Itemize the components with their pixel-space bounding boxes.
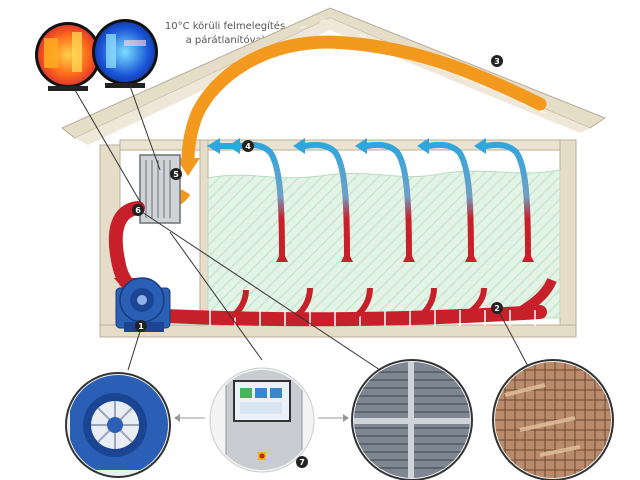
marker-4: 4 <box>242 140 254 152</box>
svg-text:7: 7 <box>299 458 305 467</box>
produce-pile <box>207 169 561 319</box>
svg-text:3: 3 <box>494 57 500 66</box>
cool-air-return-arrowhead <box>207 138 220 154</box>
svg-text:2: 2 <box>494 304 500 313</box>
caption-line-1: 10°C körüli felmelegítés <box>164 21 286 32</box>
svg-text:5: 5 <box>173 170 179 179</box>
svg-text:1: 1 <box>138 322 144 331</box>
warm-air-flow <box>181 35 547 167</box>
ceiling-beam <box>119 139 561 151</box>
rising-air-channels <box>230 287 487 319</box>
cool-air-arrowheads <box>228 138 486 154</box>
svg-text:4: 4 <box>245 142 251 151</box>
connector-arrow-left <box>174 414 180 422</box>
marker-3: 3 <box>491 55 503 67</box>
right-wall <box>559 139 577 336</box>
marker-1: 1 <box>135 320 147 332</box>
floor-curve-up <box>517 277 557 317</box>
thermal-image-1 <box>35 22 101 91</box>
caption: 10°C körüli felmelegítés a párátlanítóva… <box>150 20 300 48</box>
floor <box>99 324 577 338</box>
caption-line-2: a párátlanítóval <box>185 35 265 46</box>
marker-7: 7 <box>296 456 308 468</box>
dehumidifier-unit <box>139 154 181 224</box>
marker-2: 2 <box>491 302 503 314</box>
markers: 1 2 3 4 5 6 7 <box>132 55 503 468</box>
detail-floor-grid <box>492 359 614 480</box>
detail-filter-grille <box>351 359 473 480</box>
marker-6: 6 <box>132 204 144 216</box>
warm-air-arrowhead <box>176 158 200 176</box>
hot-air-down-flow <box>108 201 145 291</box>
floor-slats <box>209 310 536 326</box>
building-fan <box>115 277 171 332</box>
floor-duct-flow <box>158 305 547 327</box>
detail-fan <box>65 372 171 478</box>
thermal-image-2 <box>92 19 158 88</box>
connector-arrow-right <box>343 414 349 422</box>
building <box>61 7 607 338</box>
detail-control-panel <box>209 367 315 473</box>
marker-5: 5 <box>170 168 182 180</box>
svg-text:6: 6 <box>135 206 141 215</box>
partition <box>199 139 209 326</box>
leader-lines <box>74 85 531 371</box>
